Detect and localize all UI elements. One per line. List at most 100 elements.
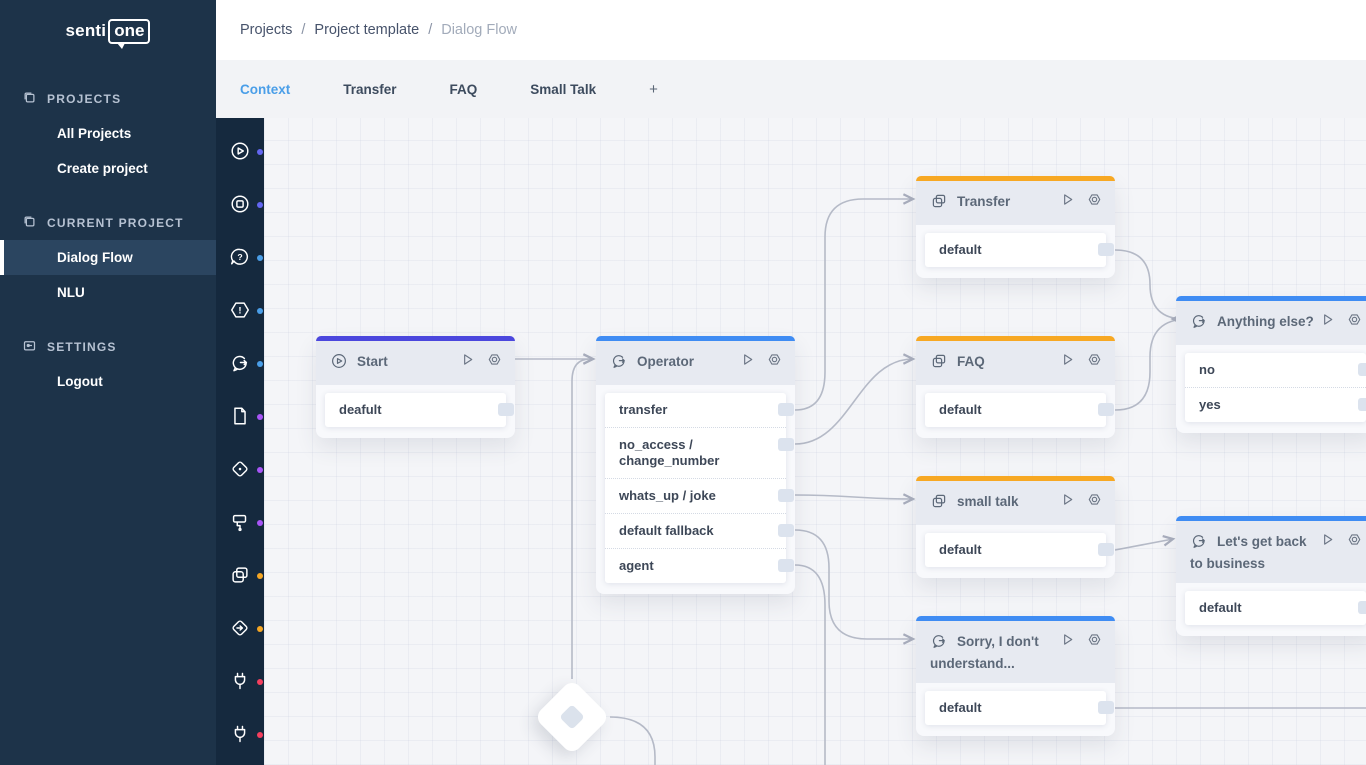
flow-node-sorry[interactable]: Sorry, I don't understand... default xyxy=(916,616,1115,736)
flow-node-faq[interactable]: FAQ default xyxy=(916,336,1115,438)
node-output-row[interactable]: no_access / change_number xyxy=(605,427,786,478)
node-output-row[interactable]: default xyxy=(925,691,1106,725)
flow-canvas[interactable]: Start deafult Operator transferno_access / … xyxy=(264,118,1366,765)
node-settings-icon[interactable] xyxy=(1086,491,1103,513)
flow-edge xyxy=(795,495,913,499)
output-port[interactable] xyxy=(1098,543,1114,556)
collection-node-tool[interactable] xyxy=(227,564,253,586)
sidebar-item-create-project[interactable]: Create project xyxy=(0,151,216,186)
node-settings-icon[interactable] xyxy=(486,351,503,373)
redirect-node-tool[interactable] xyxy=(227,617,253,639)
output-port[interactable] xyxy=(498,403,514,416)
node-settings-icon[interactable] xyxy=(1086,631,1103,653)
output-port[interactable] xyxy=(1358,363,1366,376)
output-port[interactable] xyxy=(778,559,794,572)
run-node-icon[interactable] xyxy=(459,351,476,373)
node-output-row[interactable]: no xyxy=(1185,353,1366,387)
node-output-row[interactable]: transfer xyxy=(605,393,786,427)
node-settings-icon[interactable] xyxy=(1086,351,1103,373)
output-port[interactable] xyxy=(1358,601,1366,614)
output-port[interactable] xyxy=(778,438,794,451)
node-header[interactable]: Operator xyxy=(596,341,795,385)
decision-diamond-icon xyxy=(227,458,253,480)
node-output-row[interactable]: default xyxy=(925,393,1106,427)
node-settings-icon[interactable] xyxy=(1346,531,1363,553)
sidebar-item-logout[interactable]: Logout xyxy=(0,364,216,399)
question-node-tool[interactable]: ? xyxy=(227,246,253,268)
add-tab-button[interactable]: + xyxy=(649,81,658,98)
tab-faq[interactable]: FAQ xyxy=(450,82,478,97)
integration-node-tool[interactable] xyxy=(227,723,253,745)
run-node-icon[interactable] xyxy=(739,351,756,373)
tab-small-talk[interactable]: Small Talk xyxy=(530,82,596,97)
run-node-icon[interactable] xyxy=(1319,311,1336,333)
flow-node-start[interactable]: Start deafult xyxy=(316,336,515,438)
tab-transfer[interactable]: Transfer xyxy=(343,82,396,97)
flow-edges xyxy=(264,118,1366,765)
node-body: default xyxy=(916,233,1115,267)
node-output-row[interactable]: default xyxy=(925,533,1106,567)
node-header[interactable]: Start xyxy=(316,341,515,385)
node-header[interactable]: Let's get back to business xyxy=(1176,521,1366,583)
output-port[interactable] xyxy=(778,403,794,416)
node-output-row[interactable]: default xyxy=(1185,591,1366,625)
output-port[interactable] xyxy=(778,524,794,537)
topbar: Projects / Project template / Dialog Flo… xyxy=(216,0,1366,60)
message-node-tool[interactable] xyxy=(227,352,253,374)
node-header[interactable]: Transfer xyxy=(916,181,1115,225)
node-settings-icon[interactable] xyxy=(1346,311,1363,333)
output-port[interactable] xyxy=(1098,243,1114,256)
output-label: whats_up / joke xyxy=(619,488,716,503)
node-output-row[interactable]: agent xyxy=(605,548,786,583)
run-node-icon[interactable] xyxy=(1059,191,1076,213)
diamond-arrow-icon xyxy=(227,617,253,639)
node-title: Transfer xyxy=(957,194,1010,209)
tool-color-dot xyxy=(257,149,263,155)
output-label: no xyxy=(1199,362,1215,377)
start-node-tool[interactable] xyxy=(227,140,253,162)
tool-color-dot xyxy=(257,414,263,420)
flow-node-operator[interactable]: Operator transferno_access / change_numbe… xyxy=(596,336,795,594)
paint-node-tool[interactable] xyxy=(227,511,253,533)
output-port[interactable] xyxy=(1098,701,1114,714)
node-output-row[interactable]: default fallback xyxy=(605,513,786,548)
run-node-icon[interactable] xyxy=(1059,491,1076,513)
node-output-row[interactable]: yes xyxy=(1185,387,1366,422)
node-settings-icon[interactable] xyxy=(1086,191,1103,213)
node-settings-icon[interactable] xyxy=(766,351,783,373)
node-header[interactable]: Sorry, I don't understand... xyxy=(916,621,1115,683)
plugin-node-tool[interactable] xyxy=(227,670,253,692)
document-node-tool[interactable] xyxy=(227,405,253,427)
tab-context[interactable]: Context xyxy=(240,82,290,97)
output-port[interactable] xyxy=(778,489,794,502)
flow-node-anything[interactable]: Anything else? no yes xyxy=(1176,296,1366,433)
run-node-icon[interactable] xyxy=(1059,351,1076,373)
output-port[interactable] xyxy=(1358,398,1366,411)
node-header[interactable]: Anything else? xyxy=(1176,301,1366,345)
breadcrumb-project-template[interactable]: Project template xyxy=(314,22,419,38)
node-output-row[interactable]: deafult xyxy=(325,393,506,427)
node-header[interactable]: FAQ xyxy=(916,341,1115,385)
plug-icon xyxy=(227,670,253,692)
node-header[interactable]: small talk xyxy=(916,481,1115,525)
diamond-port[interactable] xyxy=(559,704,584,729)
sidebar-item-all-projects[interactable]: All Projects xyxy=(0,116,216,151)
run-node-icon[interactable] xyxy=(1319,531,1336,553)
sidebar-item-nlu[interactable]: NLU xyxy=(0,275,216,310)
sidebar-item-dialog-flow[interactable]: Dialog Flow xyxy=(0,240,216,275)
node-output-row[interactable]: default xyxy=(925,233,1106,267)
breadcrumb-projects[interactable]: Projects xyxy=(240,22,292,38)
sidebar-section-current-project: CURRENT PROJECT Dialog Flow NLU xyxy=(0,206,216,310)
tool-color-dot xyxy=(257,255,263,261)
output-port[interactable] xyxy=(1098,403,1114,416)
decision-node-tool[interactable] xyxy=(227,458,253,480)
run-node-icon[interactable] xyxy=(1059,631,1076,653)
flow-node-smalltalk[interactable]: small talk default xyxy=(916,476,1115,578)
error-node-tool[interactable]: ! xyxy=(227,299,253,321)
sidebar-section-projects: PROJECTS All Projects Create project xyxy=(0,82,216,186)
flow-node-back[interactable]: Let's get back to business default xyxy=(1176,516,1366,636)
node-output-row[interactable]: whats_up / joke xyxy=(605,478,786,513)
end-node-tool[interactable] xyxy=(227,193,253,215)
flow-node-transfer[interactable]: Transfer default xyxy=(916,176,1115,278)
